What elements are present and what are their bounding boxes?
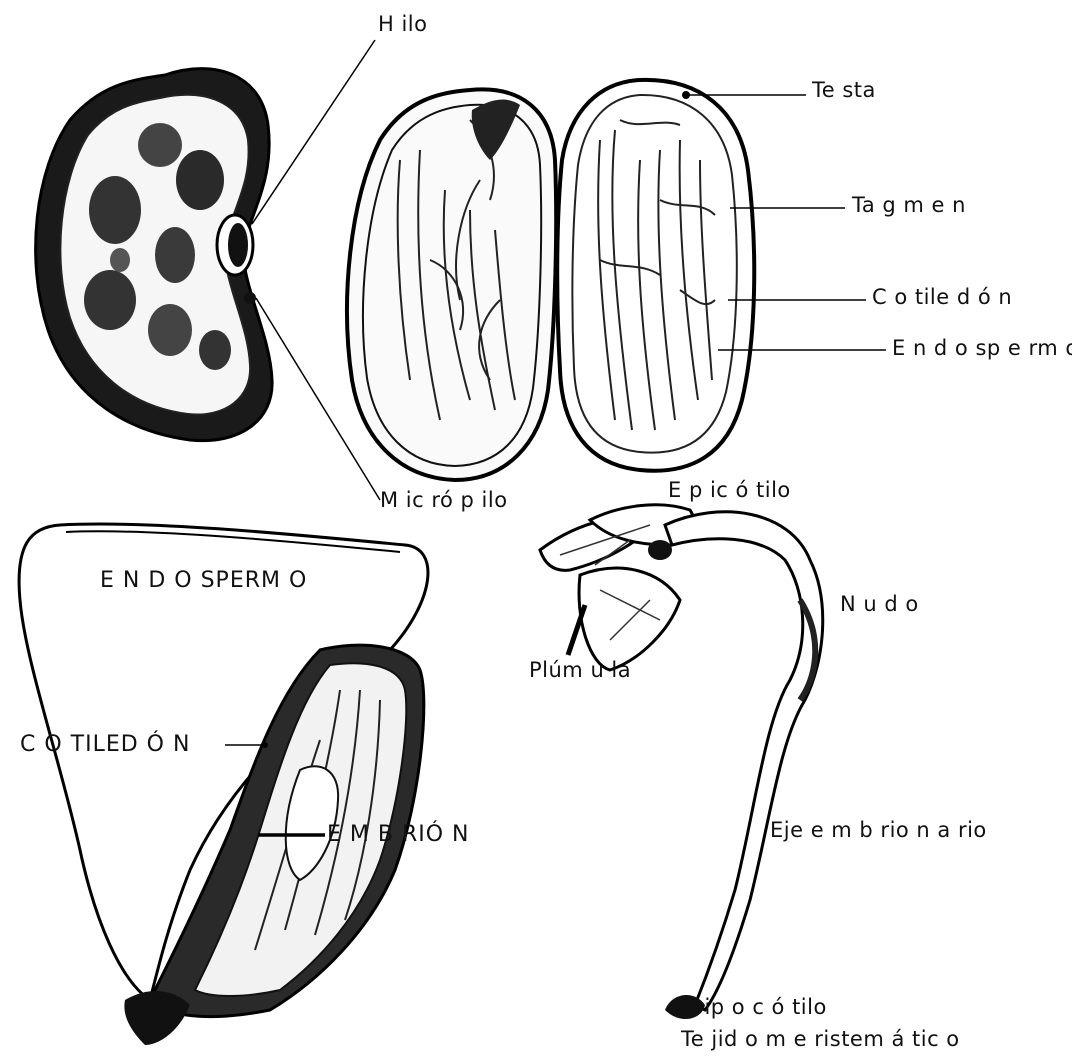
seed-section (19, 524, 428, 1045)
label-tagmen: Ta g m e n (852, 193, 966, 217)
whole-seed (36, 69, 272, 441)
label-epicotilo: E p ic ó tilo (668, 478, 791, 502)
label-embrion: E M B RIÓ N (327, 822, 470, 847)
label-tejido-meristematico: Te jid o m e ristem á tic o (681, 1027, 960, 1051)
label-hipocotilo: H ip o c ó tilo (681, 995, 827, 1019)
label-cotiledon-section: C O TILED Ó N (20, 732, 190, 757)
open-seed (347, 80, 754, 480)
label-hilo: H ilo (378, 12, 427, 36)
label-cotiledon-open: C o tile d ó n (872, 285, 1012, 309)
seedling (540, 505, 823, 1019)
label-micropilo: M ic ró p ilo (380, 488, 508, 512)
label-nudo: N u d o (840, 592, 919, 616)
label-eje-embrionario: Eje e m b rio n a rio (770, 818, 987, 842)
label-endospermo-open: E n d o sp e rm o (892, 336, 1072, 360)
label-endospermo-section: E N D O SPERM O (100, 568, 307, 593)
label-plumula: Plúm u la (529, 658, 631, 682)
label-testa: Te sta (812, 78, 876, 102)
